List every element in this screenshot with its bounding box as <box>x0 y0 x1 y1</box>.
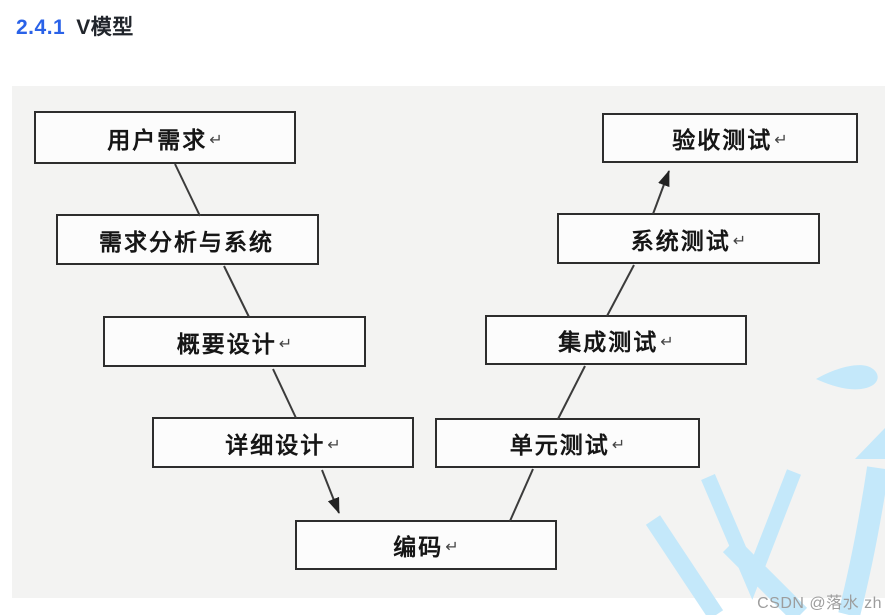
watermark-credit: CSDN @落水 zh <box>757 595 882 612</box>
node-coding: 编码↵ <box>295 520 557 570</box>
section-number: 2.4.1 <box>16 16 66 39</box>
return-mark-icon: ↵ <box>278 335 293 353</box>
node-label: 用户需求 <box>107 126 208 153</box>
node-label: 验收测试 <box>672 127 773 153</box>
node-label: 概要设计 <box>176 330 277 357</box>
node-label: 集成测试 <box>558 329 659 355</box>
node-label: 单元测试 <box>509 432 610 458</box>
return-mark-icon: ↵ <box>611 437 626 454</box>
section-heading: 2.4.1 V模型 <box>16 11 134 41</box>
return-mark-icon: ↵ <box>660 334 674 351</box>
page-title: V模型 <box>76 16 134 39</box>
node-label: 详细设计 <box>225 431 326 458</box>
return-mark-icon: ↵ <box>732 232 747 250</box>
return-mark-icon: ↵ <box>327 436 341 454</box>
node-label: 编码 <box>393 534 444 560</box>
node-acceptance-testing: 验收测试↵ <box>602 113 858 163</box>
node-high-level-design: 概要设计↵ <box>103 316 366 367</box>
node-label: 系统测试 <box>630 227 731 254</box>
node-integration-testing: 集成测试↵ <box>485 315 747 365</box>
node-label: 需求分析与系统 <box>99 228 274 255</box>
return-mark-icon: ↵ <box>774 132 788 149</box>
node-user-requirements: 用户需求↵ <box>34 111 296 164</box>
return-mark-icon: ↵ <box>209 131 223 149</box>
node-unit-testing: 单元测试↵ <box>435 418 700 468</box>
return-mark-icon: ↵ <box>445 539 459 556</box>
node-detailed-design: 详细设计↵ <box>152 417 414 468</box>
node-system-testing: 系统测试↵ <box>557 213 820 264</box>
node-requirements-analysis: 需求分析与系统 <box>56 214 319 265</box>
